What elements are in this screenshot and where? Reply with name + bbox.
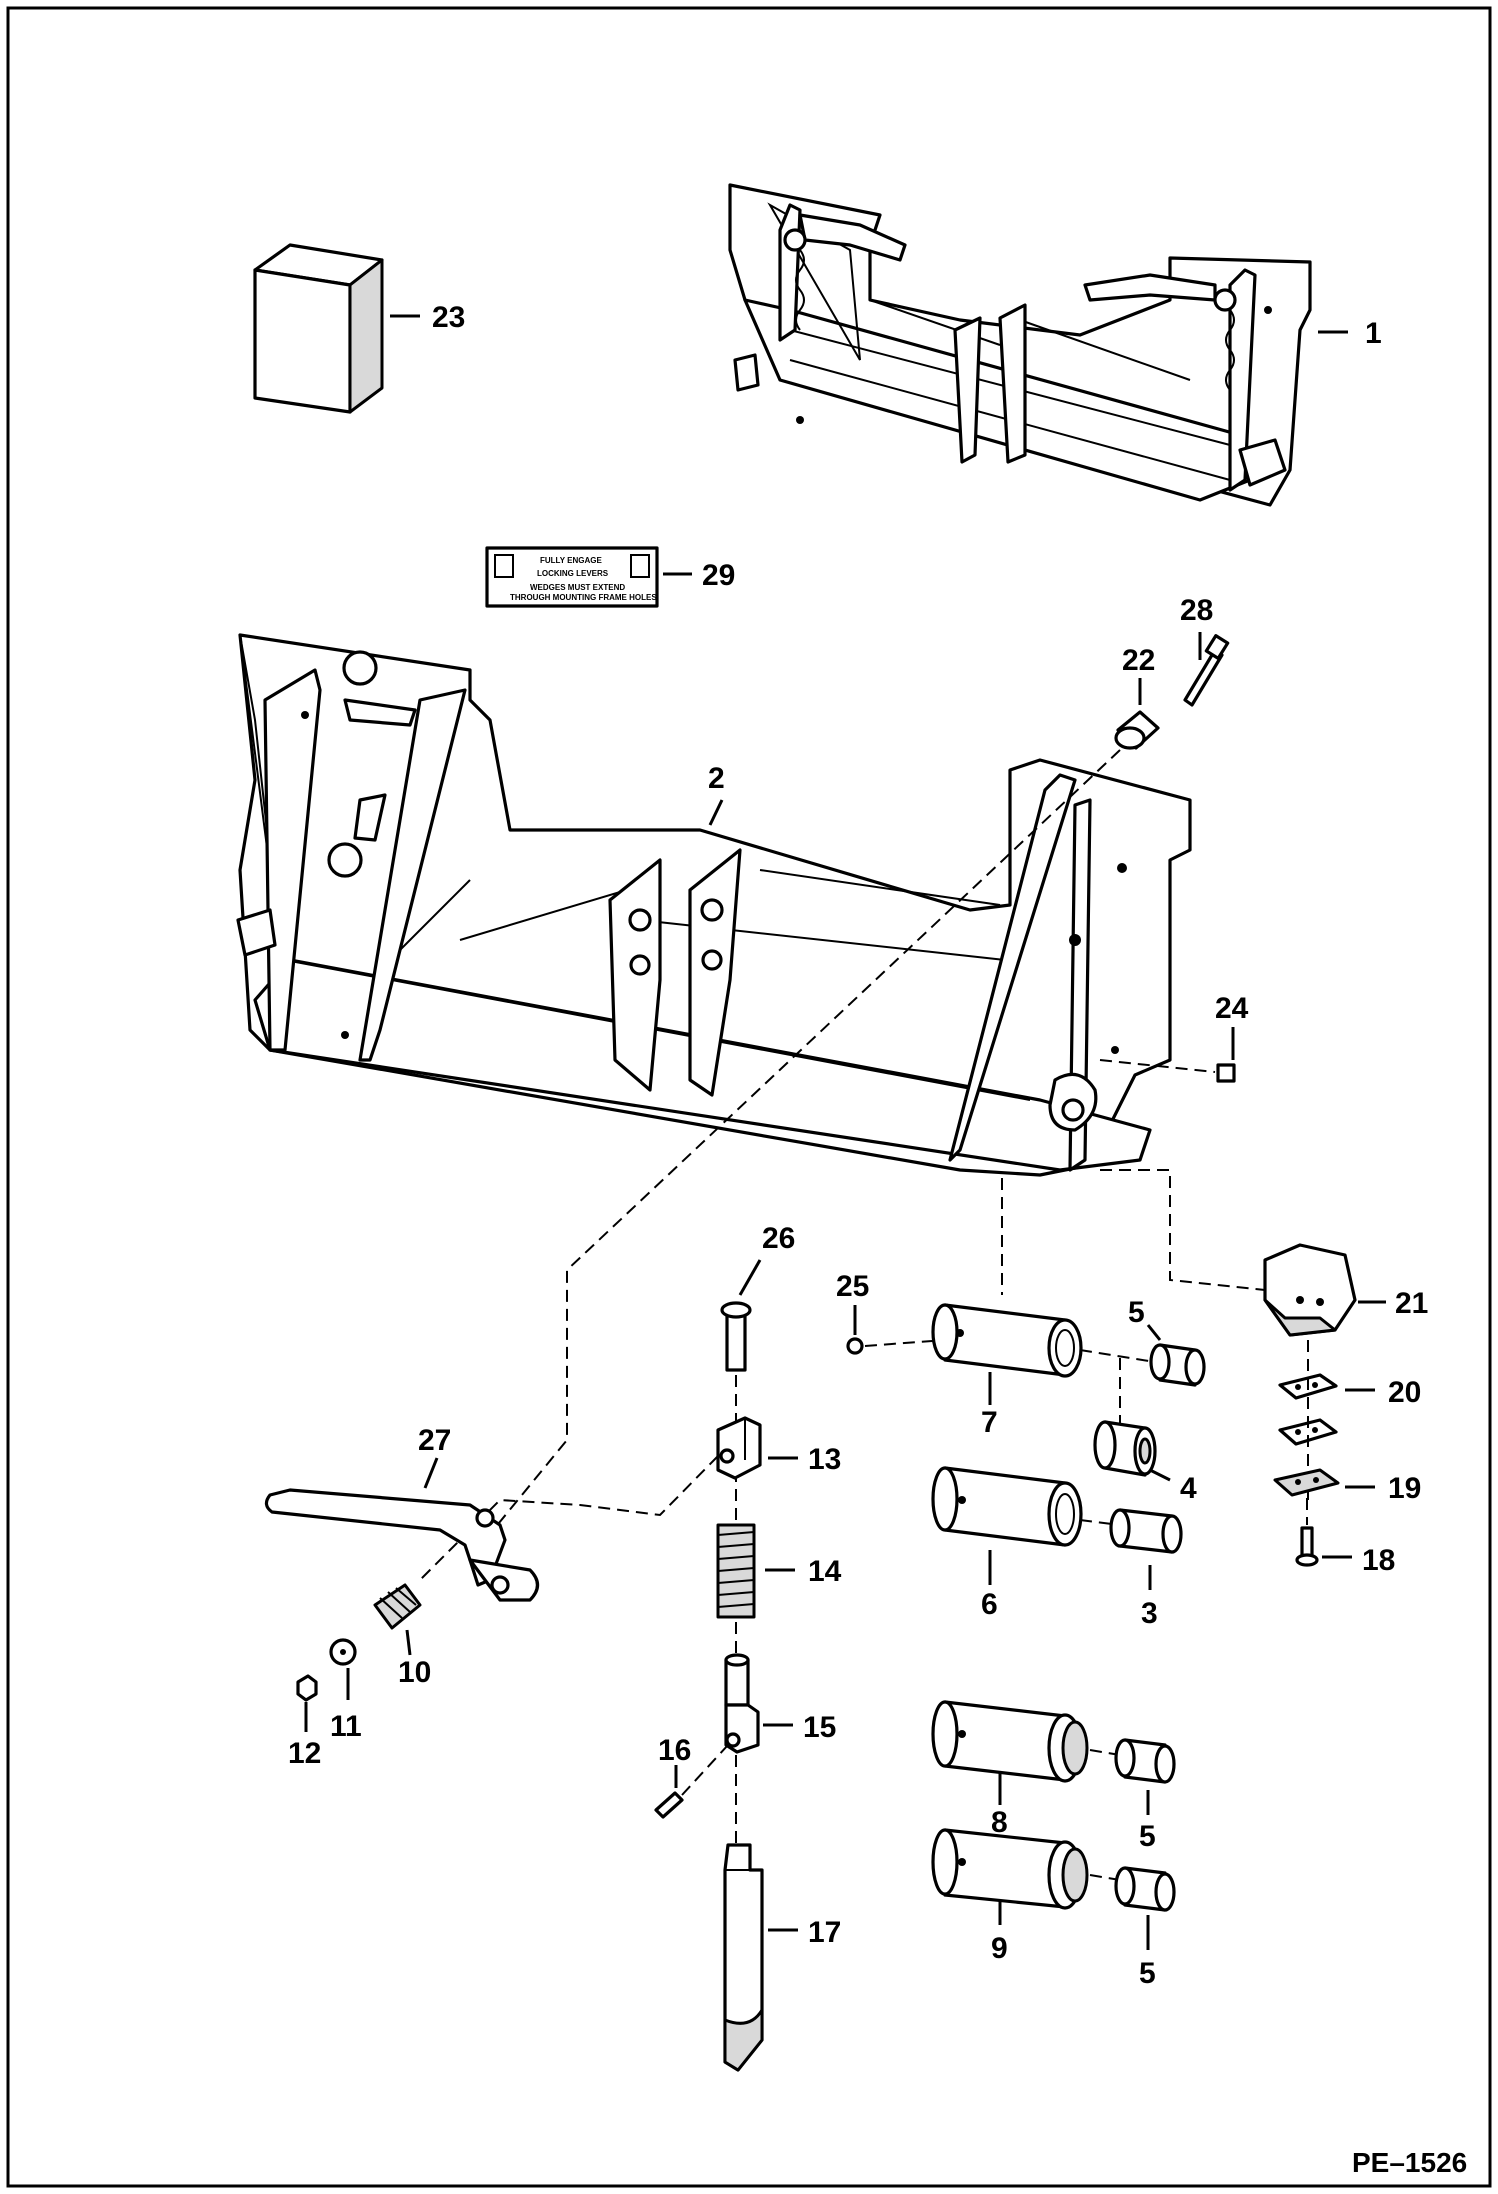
callout-21: 21 [1395, 1287, 1428, 1320]
part-6-pin [931, 1466, 1083, 1547]
part-5c-bushing [1114, 1866, 1176, 1912]
part-25-fitting [846, 1337, 864, 1355]
callout-5b: 5 [1139, 1820, 1156, 1853]
drawing-reference: PE–1526 [1352, 2147, 1467, 2178]
callout-10: 10 [398, 1656, 431, 1689]
callout-9: 9 [991, 1932, 1008, 1965]
part-24-grease-fitting [1216, 1063, 1236, 1083]
callout-29: 29 [702, 559, 735, 592]
callout-2: 2 [708, 762, 725, 795]
callout-1: 1 [1365, 317, 1382, 350]
part-5a-bushing [1149, 1343, 1206, 1387]
part-28-bolt [1183, 634, 1230, 707]
assembly-line-10-13 [419, 1455, 719, 1581]
callout-5c: 5 [1139, 1957, 1156, 1990]
part-29-decal: FULLY ENGAGE LOCKING LEVERS WEDGES MUST … [485, 546, 659, 608]
callout-27: 27 [418, 1424, 451, 1457]
part-7-pin [931, 1303, 1083, 1378]
part-16-roll-pin [654, 1791, 684, 1819]
callout-13: 13 [808, 1443, 841, 1476]
callout-22: 22 [1122, 644, 1155, 677]
decal-line-2: LOCKING LEVERS [537, 569, 609, 578]
callout-6: 6 [981, 1588, 998, 1621]
drawing-border [6, 6, 1492, 2188]
callout-11: 11 [330, 1710, 362, 1743]
callout-23: 23 [432, 301, 465, 334]
part-23-box [253, 243, 384, 414]
part-5b-bushing [1114, 1738, 1176, 1784]
callout-17: 17 [808, 1916, 841, 1949]
callout-19: 19 [1388, 1472, 1421, 1505]
callout-4: 4 [1180, 1472, 1197, 1505]
callout-24: 24 [1215, 992, 1249, 1025]
decal-line-1: FULLY ENGAGE [540, 556, 602, 565]
callout-28: 28 [1180, 594, 1213, 627]
part-18-screw [1295, 1526, 1319, 1567]
callout-7: 7 [981, 1406, 998, 1439]
part-13-block [716, 1416, 762, 1480]
part-17-wedge-pin [723, 1843, 764, 2072]
callout-25: 25 [836, 1270, 869, 1303]
part-2-mounting-frame [236, 633, 1192, 1177]
callout-14: 14 [808, 1555, 842, 1588]
part-15-latch-body [724, 1653, 760, 1754]
callout-3: 3 [1141, 1597, 1158, 1630]
callout-15: 15 [803, 1711, 836, 1744]
part-12-nut [296, 1674, 318, 1702]
callout-16: 16 [658, 1734, 691, 1767]
part-3-bushing [1109, 1508, 1183, 1554]
callout-8: 8 [991, 1806, 1008, 1839]
part-4-bushing [1093, 1420, 1157, 1477]
callout-12: 12 [288, 1737, 321, 1770]
part-1-mounting-frame [728, 183, 1312, 507]
part-21-wedge [1263, 1243, 1357, 1337]
part-8-pin [931, 1700, 1089, 1783]
callout-5a: 5 [1128, 1296, 1145, 1329]
decal-line-3: WEDGES MUST EXTEND [530, 583, 625, 592]
part-27-lever [264, 1488, 540, 1602]
part-19-plate [1273, 1468, 1340, 1497]
part-14-spring [716, 1523, 756, 1619]
part-26-pin [720, 1301, 752, 1372]
part-11-washer [329, 1638, 357, 1666]
assembly-line-24 [1099, 1059, 1216, 1073]
part-22-bushing [1114, 710, 1160, 750]
callout-20: 20 [1388, 1376, 1421, 1409]
callout-26: 26 [762, 1222, 795, 1255]
assembly-line-frame-21 [1100, 1169, 1266, 1291]
callout-18: 18 [1362, 1544, 1395, 1577]
decal-line-4: THROUGH MOUNTING FRAME HOLES [510, 593, 657, 602]
part-9-pin [931, 1828, 1089, 1910]
part-10-spring [373, 1583, 422, 1630]
assembly-line-22-27 [484, 749, 1121, 1541]
